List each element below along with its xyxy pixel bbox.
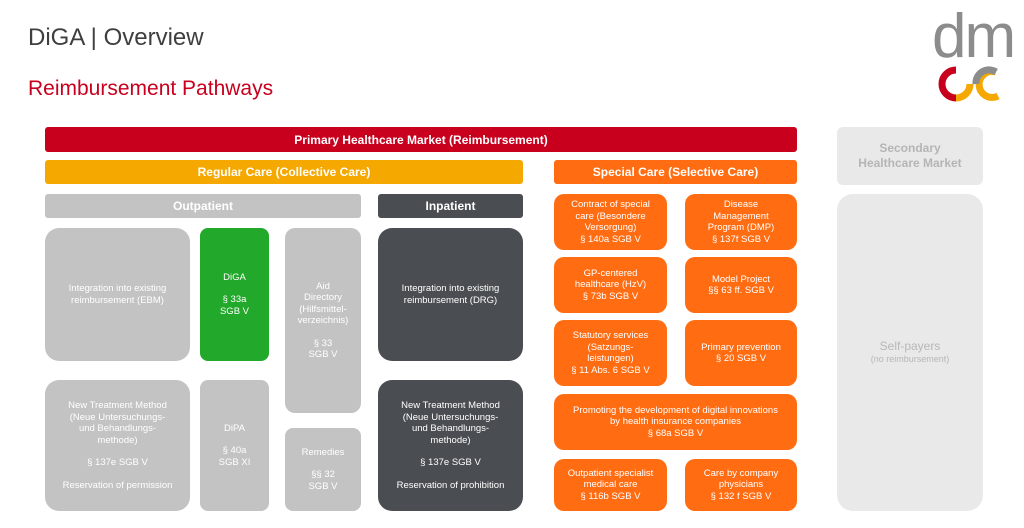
special-line: §§ 63 ff. SGB V [708, 285, 774, 296]
outpatient-label: Outpatient [173, 199, 233, 213]
special-line: medical care [583, 479, 638, 491]
self-payers-label: Self-payers [879, 339, 941, 354]
drg-line: reimbursement (DRG) [403, 294, 498, 306]
diga-line: SGB V [219, 305, 250, 317]
ntm-line: § 137e SGB V [420, 457, 481, 468]
remedies-box: Remedies §§ 32 SGB V [285, 428, 361, 511]
regular-care-label: Regular Care (Collective Care) [197, 165, 371, 179]
special-line: physicians [718, 479, 764, 491]
special-line: Program (DMP) [707, 222, 775, 233]
page-title: DiGA | Overview [28, 24, 204, 51]
special-line: Promoting the development of digital inn… [573, 404, 778, 416]
aid-line: (Hilfsmittel- [299, 303, 347, 315]
ntm-line: und Behandlungs- [411, 423, 490, 434]
primary-market-label: Primary Healthcare Market (Reimbursement… [294, 132, 548, 147]
logo-top-text: dm [932, 2, 1016, 71]
aid-line: Aid [316, 280, 330, 292]
diga-line: § 33a [222, 294, 247, 306]
ntm-line: Reservation of permission [62, 479, 173, 491]
special-line: § 140a SGB V [580, 233, 641, 245]
special-line: by health insurance companies [610, 416, 741, 428]
special-care-label: Special Care (Selective Care) [592, 165, 759, 179]
self-payers-note: (no reimbursement) [870, 354, 950, 365]
special-line: Contract of special [571, 199, 650, 210]
special-care-bar: Special Care (Selective Care) [554, 160, 797, 184]
ntm-line: methode) [430, 434, 471, 446]
special-line: § 137f SGB V [711, 233, 771, 245]
special-line: § 11 Abs. 6 SGB V [571, 364, 650, 376]
aid-line: SGB V [308, 349, 338, 360]
regular-care-bar: Regular Care (Collective Care) [45, 160, 523, 184]
special-line: Statutory services [572, 330, 649, 341]
dipa-line: DiPA [224, 422, 245, 434]
special-line: § 116b SGB V [580, 490, 641, 502]
dipa-line: SGB XI [218, 456, 251, 468]
logo-rings-icon [938, 66, 1000, 102]
secondary-market-line2: Healthcare Market [858, 156, 962, 170]
ntm-line: New Treatment Method [68, 400, 167, 411]
primary-market-bar: Primary Healthcare Market (Reimbursement… [45, 127, 797, 152]
page-subtitle: Reimbursement Pathways [28, 77, 274, 100]
ntm-line: (Neue Untersuchungs- [402, 411, 499, 423]
special-line: Outpatient specialist [567, 467, 654, 479]
dipa-line: § 40a [222, 445, 247, 457]
model-project-box: Model Project §§ 63 ff. SGB V [685, 257, 797, 313]
special-contract-box: Contract of special care (Besondere Vers… [554, 194, 667, 250]
special-line: § 132 f SGB V [710, 490, 772, 502]
inpatient-label: Inpatient [425, 199, 476, 213]
special-line: § 20 SGB V [715, 353, 767, 364]
special-line: Versorgung) [584, 222, 637, 233]
gp-centered-box: GP-centered healthcare (HzV) § 73b SGB V [554, 257, 667, 313]
ntm-line: Reservation of prohibition [396, 479, 505, 491]
outpatient-specialist-box: Outpatient specialist medical care § 116… [554, 459, 667, 511]
promoting-innovations-box: Promoting the development of digital inn… [554, 394, 797, 450]
ntm-line: und Behandlungs- [78, 423, 157, 434]
logo-bottom: ac [932, 62, 1012, 104]
inpatient-bar: Inpatient [378, 194, 523, 218]
drg-box: Integration into existing reimbursement … [378, 228, 523, 361]
company-physicians-box: Care by company physicians § 132 f SGB V [685, 459, 797, 511]
ebm-line: reimbursement (EBM) [71, 294, 164, 306]
ntm-line: (Neue Untersuchungs- [69, 411, 166, 423]
secondary-market-line1: Secondary [879, 141, 941, 155]
secondary-market-header: Secondary Healthcare Market [837, 127, 983, 185]
special-line: care (Besondere [575, 210, 646, 222]
special-line: (Satzungs- [587, 341, 634, 353]
special-line: Model Project [711, 273, 771, 285]
aid-line: § 33 [313, 337, 333, 349]
inpatient-ntm-box: New Treatment Method (Neue Untersuchungs… [378, 380, 523, 511]
statutory-services-box: Statutory services (Satzungs- leistungen… [554, 320, 667, 386]
special-line: Management [713, 210, 769, 222]
diga-line: DiGA [223, 271, 246, 283]
special-line: Care by company [703, 467, 779, 479]
remedies-line: Remedies [301, 446, 345, 458]
remedies-line: §§ 32 [311, 469, 335, 481]
special-line: § 73b SGB V [582, 290, 639, 302]
special-line: GP-centered [583, 267, 638, 279]
ntm-line: New Treatment Method [401, 400, 500, 411]
diga-box: DiGA § 33a SGB V [200, 228, 269, 361]
outpatient-bar: Outpatient [45, 194, 361, 218]
special-line: leistungen) [587, 353, 634, 364]
special-line: Disease [723, 199, 759, 210]
special-line: § 68a SGB V [647, 427, 704, 439]
special-line: Primary prevention [701, 341, 781, 353]
aid-line: Directory [303, 292, 342, 303]
ebm-box: Integration into existing reimbursement … [45, 228, 190, 361]
aid-line: verzeichnis) [297, 315, 349, 326]
dmac-logo: dm ac [932, 2, 1016, 102]
ntm-line: methode) [97, 434, 138, 446]
aid-directory-box: Aid Directory (Hilfsmittel- verzeichnis)… [285, 228, 361, 413]
drg-line: Integration into existing [401, 283, 500, 294]
special-line: healthcare (HzV) [574, 279, 647, 291]
remedies-line: SGB V [308, 480, 338, 492]
ebm-line: Integration into existing [68, 283, 167, 294]
self-payers-box: Self-payers (no reimbursement) [837, 194, 983, 511]
dipa-box: DiPA § 40a SGB XI [200, 380, 269, 511]
outpatient-ntm-box: New Treatment Method (Neue Untersuchungs… [45, 380, 190, 511]
dmp-box: Disease Management Program (DMP) § 137f … [685, 194, 797, 250]
primary-prevention-box: Primary prevention § 20 SGB V [685, 320, 797, 386]
ntm-line: § 137e SGB V [87, 457, 148, 468]
